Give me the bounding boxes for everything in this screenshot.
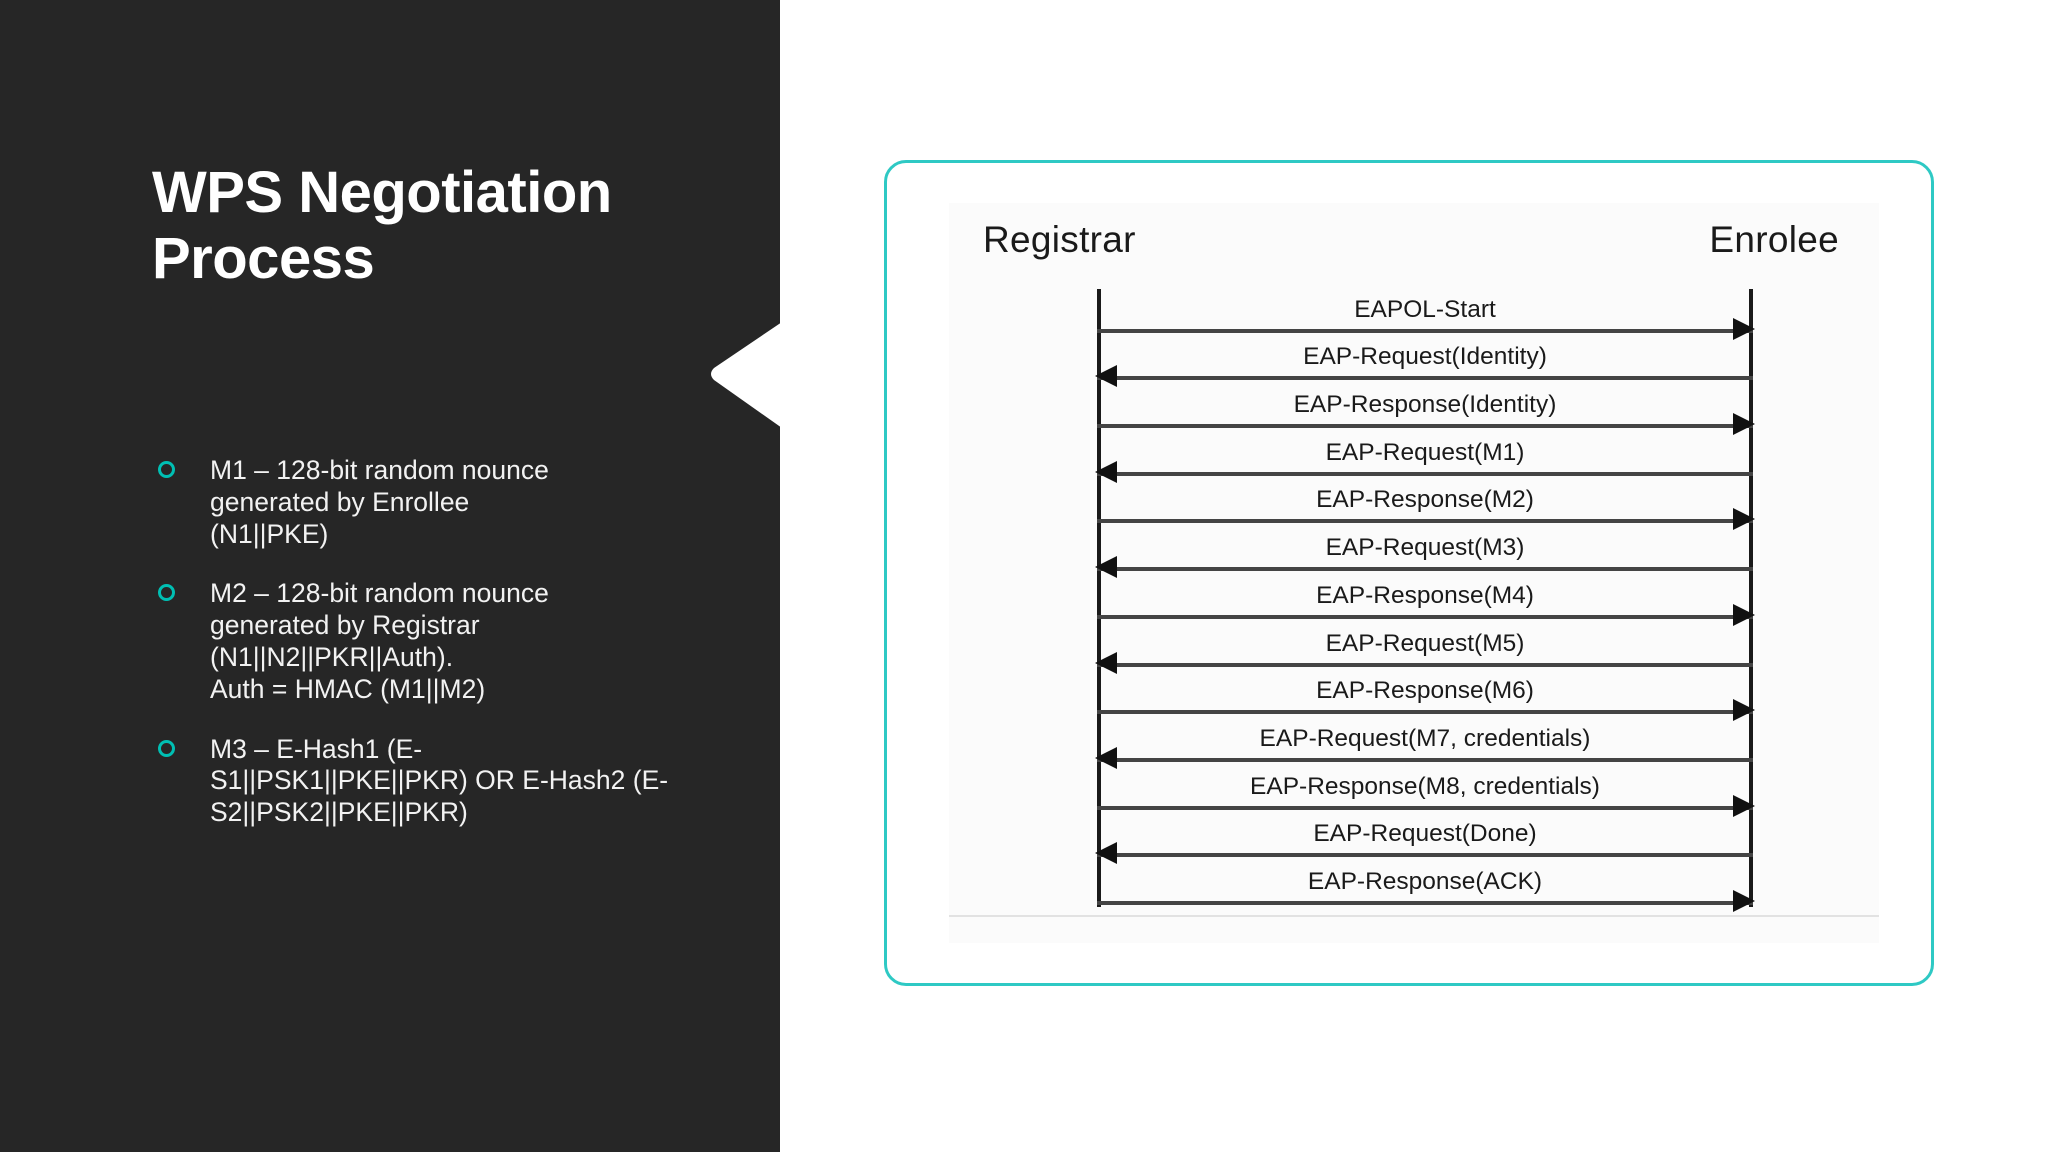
left-content-panel: WPS Negotiation Process M1 – 128-bit ran… xyxy=(0,0,780,1152)
message-label: EAP-Response(M2) xyxy=(1316,486,1534,514)
arrow-head-icon xyxy=(1733,603,1755,626)
arrow-head-icon xyxy=(1095,746,1117,769)
sequence-message: EAPOL-Start xyxy=(1097,289,1755,340)
message-arrow-line xyxy=(1097,413,1755,436)
diagram-actors: Registrar Enrolee xyxy=(949,203,1879,283)
arrow-head-icon xyxy=(1095,651,1117,674)
list-item-label: M2 – 128-bit random nounce generated by … xyxy=(210,578,549,704)
message-arrow-line xyxy=(1095,746,1753,769)
message-label: EAP-Request(M3) xyxy=(1325,534,1525,562)
message-label: EAP-Request(M5) xyxy=(1325,629,1525,657)
message-arrow-line xyxy=(1097,317,1755,340)
list-item-label: M1 – 128-bit random nounce generated by … xyxy=(210,455,549,549)
arrow-head-icon xyxy=(1733,317,1755,340)
message-arrow-line xyxy=(1095,842,1753,865)
sequence-message: EAP-Response(Identity) xyxy=(1097,384,1755,436)
list-item: M2 – 128-bit random nounce generated by … xyxy=(152,578,672,705)
message-label: EAP-Response(M4) xyxy=(1316,581,1534,609)
lifeline-enrolee xyxy=(1749,289,1753,907)
message-arrow-line xyxy=(1097,699,1755,722)
lifeline-registrar xyxy=(1097,289,1101,907)
message-label: EAP-Request(M1) xyxy=(1325,438,1525,466)
title-block: WPS Negotiation Process xyxy=(152,160,722,292)
list-item: M3 – E-Hash1 (E-S1||PSK1||PKE||PKR) OR E… xyxy=(152,734,672,829)
arrow-head-icon xyxy=(1733,413,1755,436)
message-label: EAP-Response(M8, credentials) xyxy=(1250,772,1600,800)
message-label: EAP-Response(M6) xyxy=(1316,677,1534,705)
message-arrow-line xyxy=(1097,889,1755,912)
diagram-baseline xyxy=(949,915,1879,917)
sequence-message: EAP-Request(Done) xyxy=(1095,814,1753,865)
arrow-head-icon xyxy=(1733,794,1755,817)
list-item: M1 – 128-bit random nounce generated by … xyxy=(152,455,672,550)
message-arrow-line xyxy=(1095,651,1753,674)
message-arrow-line xyxy=(1097,603,1755,626)
sequence-message: EAP-Response(M8, credentials) xyxy=(1097,766,1755,817)
circle-bullet-icon xyxy=(158,584,175,602)
circle-bullet-icon xyxy=(158,739,175,757)
sequence-message: EAP-Response(M4) xyxy=(1097,575,1755,626)
arrow-head-icon xyxy=(1095,842,1117,865)
sequence-message: EAP-Request(M3) xyxy=(1095,527,1753,579)
message-label: EAP-Request(M7, credentials) xyxy=(1259,724,1591,752)
message-arrow-line xyxy=(1095,365,1753,388)
arrow-head-icon xyxy=(1095,556,1117,579)
message-label: EAP-Response(Identity) xyxy=(1293,391,1557,419)
sequence-message: EAP-Request(M7, credentials) xyxy=(1095,718,1753,769)
arrow-head-icon xyxy=(1095,460,1117,483)
sequence-message: EAP-Request(M5) xyxy=(1095,623,1753,674)
arrow-head-icon xyxy=(1733,889,1755,912)
sequence-message: EAP-Response(M2) xyxy=(1097,480,1755,531)
message-label: EAP-Request(Done) xyxy=(1313,820,1537,848)
page-title: WPS Negotiation Process xyxy=(152,160,612,292)
sequence-message: EAP-Response(M6) xyxy=(1097,671,1755,722)
actor-label-registrar: Registrar xyxy=(983,219,1136,260)
message-label: EAPOL-Start xyxy=(1354,295,1496,323)
arrow-head-icon xyxy=(1733,699,1755,722)
message-arrow-line xyxy=(1095,460,1753,483)
message-arrow-line xyxy=(1097,508,1755,531)
message-arrow-line xyxy=(1095,556,1753,579)
arrow-head-icon xyxy=(1733,508,1755,531)
actor-label-enrolee: Enrolee xyxy=(1709,219,1839,260)
message-label: EAP-Request(Identity) xyxy=(1303,343,1547,371)
sequence-message: EAP-Request(M1) xyxy=(1095,432,1753,483)
bullet-list: M1 – 128-bit random nounce generated by … xyxy=(152,455,672,857)
sequence-message: EAP-Response(ACK) xyxy=(1097,861,1755,912)
list-item-label: M3 – E-Hash1 (E-S1||PSK1||PKE||PKR) OR E… xyxy=(210,733,669,828)
arrow-head-icon xyxy=(1095,365,1117,388)
sequence-message: EAP-Request(Identity) xyxy=(1095,337,1753,388)
message-arrow-line xyxy=(1097,794,1755,817)
message-label: EAP-Response(ACK) xyxy=(1307,867,1543,895)
circle-bullet-icon xyxy=(158,461,175,478)
